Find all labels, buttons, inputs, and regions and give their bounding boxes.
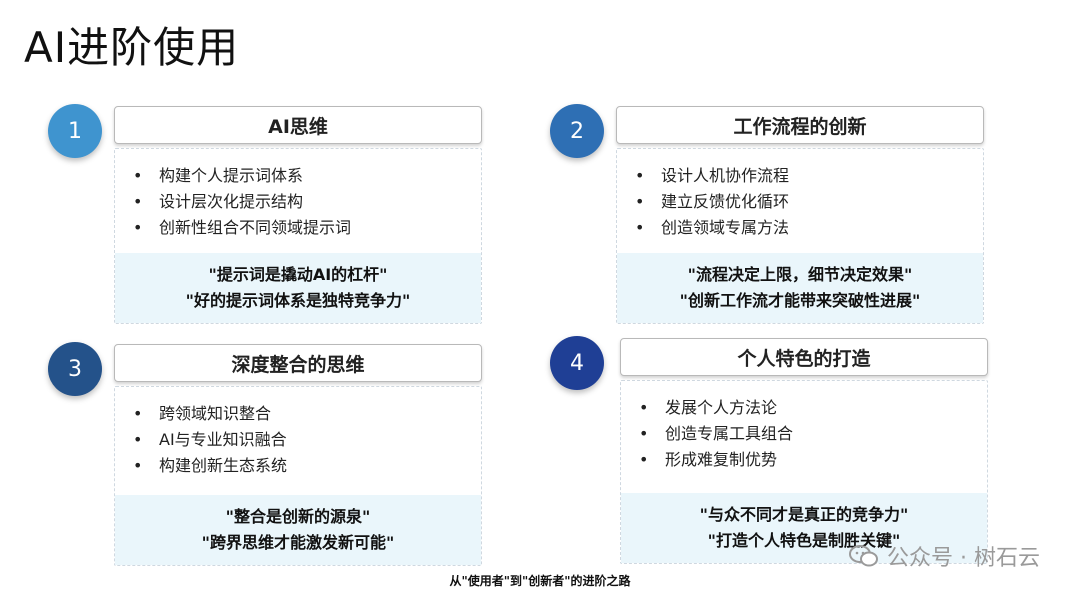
step-number-badge: 4: [550, 336, 604, 390]
card-3: 3 深度整合的思维 •跨领域知识整合 •AI与专业知识融合 •构建创新生态系统 …: [48, 342, 492, 566]
step-number-badge: 2: [550, 104, 604, 158]
card-body: •跨领域知识整合 •AI与专业知识融合 •构建创新生态系统 "整合是创新的源泉"…: [114, 386, 482, 566]
quote-box: "流程决定上限，细节决定效果" "创新工作流才能带来突破性进展": [617, 253, 983, 323]
quote-box: "整合是创新的源泉" "跨界思维才能激发新可能": [115, 495, 481, 565]
list-item: •设计人机协作流程: [635, 166, 790, 185]
card-body: •构建个人提示词体系 •设计层次化提示结构 •创新性组合不同领域提示词 "提示词…: [114, 148, 482, 324]
list-item: •构建创新生态系统: [133, 456, 288, 475]
card-body: •设计人机协作流程 •建立反馈优化循环 •创造领域专属方法 "流程决定上限，细节…: [616, 148, 984, 324]
list-item: •建立反馈优化循环: [635, 192, 790, 211]
list-item: •构建个人提示词体系: [133, 166, 304, 185]
card-heading: 个人特色的打造: [620, 338, 988, 376]
bullet-list: •构建个人提示词体系 •设计层次化提示结构 •创新性组合不同领域提示词: [115, 149, 481, 241]
bullet-list: •发展个人方法论 •创造专属工具组合 •形成难复制优势: [621, 381, 987, 473]
watermark: 公众号 · 树石云: [849, 540, 1040, 572]
quote-line: "提示词是撬动AI的杠杆": [208, 265, 388, 284]
quote-line: "整合是创新的源泉": [225, 507, 371, 526]
bullet-list: •设计人机协作流程 •建立反馈优化循环 •创造领域专属方法: [617, 149, 983, 241]
card-4: 4 个人特色的打造 •发展个人方法论 •创造专属工具组合 •形成难复制优势 "与…: [550, 336, 994, 564]
quote-box: "与众不同才是真正的竞争力" "打造个人特色是制胜关键": [621, 493, 987, 563]
list-item: •发展个人方法论: [639, 398, 778, 417]
card-1: 1 AI思维 •构建个人提示词体系 •设计层次化提示结构 •创新性组合不同领域提…: [48, 104, 492, 324]
list-item: •跨领域知识整合: [133, 404, 272, 423]
list-item: •形成难复制优势: [639, 450, 778, 469]
card-body: •发展个人方法论 •创造专属工具组合 •形成难复制优势 "与众不同才是真正的竞争…: [620, 380, 988, 564]
card-2: 2 工作流程的创新 •设计人机协作流程 •建立反馈优化循环 •创造领域专属方法 …: [550, 104, 994, 324]
card-heading: 工作流程的创新: [616, 106, 984, 144]
watermark-text: 公众号 · 树石云: [887, 546, 1040, 571]
quote-line: "好的提示词体系是独特竞争力": [185, 291, 411, 310]
bullet-list: •跨领域知识整合 •AI与专业知识融合 •构建创新生态系统: [115, 387, 481, 479]
list-item: •创造专属工具组合: [639, 424, 794, 443]
step-number-badge: 3: [48, 342, 102, 396]
card-heading: 深度整合的思维: [114, 344, 482, 382]
list-item: •AI与专业知识融合: [133, 430, 287, 449]
page-title: AI进阶使用: [24, 23, 240, 72]
quote-line: "创新工作流才能带来突破性进展": [679, 291, 921, 310]
quote-box: "提示词是撬动AI的杠杆" "好的提示词体系是独特竞争力": [115, 253, 481, 323]
card-heading: AI思维: [114, 106, 482, 144]
list-item: •创新性组合不同领域提示词: [133, 218, 352, 237]
step-number-badge: 1: [48, 104, 102, 158]
quote-line: "跨界思维才能激发新可能": [201, 533, 395, 552]
caption: 从"使用者"到"创新者"的进阶之路: [449, 574, 631, 588]
quote-line: "与众不同才是真正的竞争力": [699, 505, 909, 524]
quote-line: "打造个人特色是制胜关键": [707, 531, 901, 550]
quote-line: "流程决定上限，细节决定效果": [687, 265, 913, 284]
wechat-icon: [849, 545, 879, 567]
list-item: •创造领域专属方法: [635, 218, 790, 237]
list-item: •设计层次化提示结构: [133, 192, 304, 211]
